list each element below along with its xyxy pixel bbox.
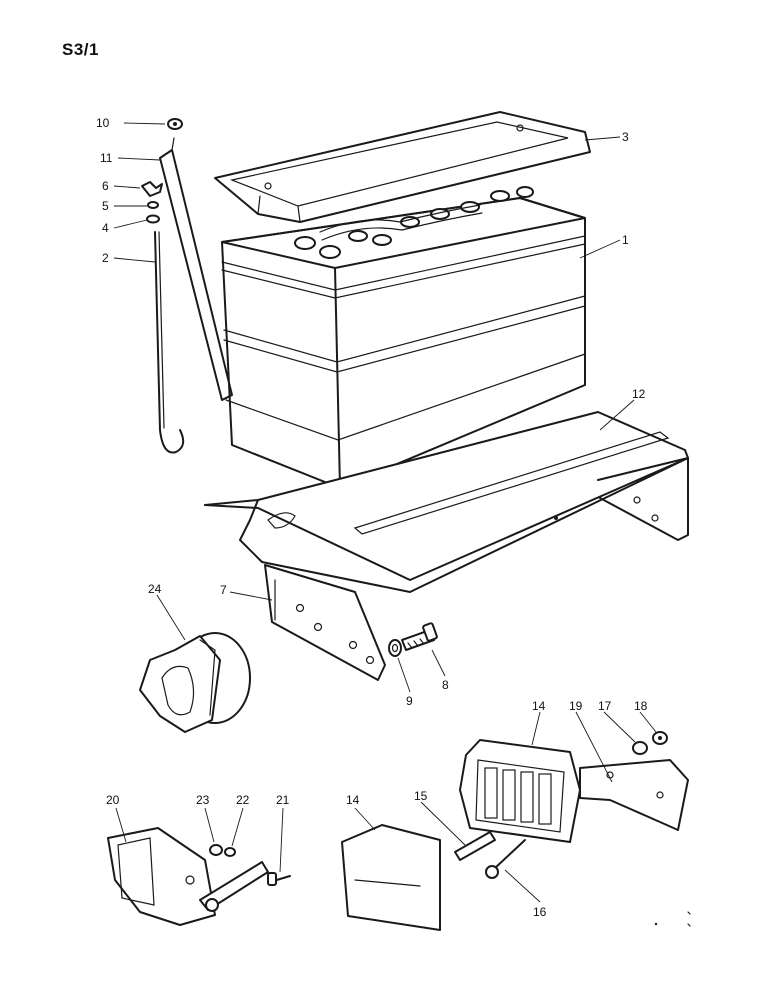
callout-23: 23 [196,793,210,807]
callout-6: 6 [102,179,109,193]
callout-labels: 10 11 6 5 4 2 3 1 12 7 8 9 24 14 19 17 1… [96,116,648,919]
mounting-bracket [264,564,386,681]
arm-bracket [199,861,269,912]
washer [388,639,402,657]
callout-17: 17 [598,699,612,713]
lamp-housing [107,827,216,926]
callout-2: 2 [102,251,109,265]
nut-18 [652,731,668,745]
callout-22: 22 [236,793,250,807]
fuse-cover [341,824,441,931]
callout-9: 9 [406,694,413,708]
callout-3: 3 [622,130,629,144]
callout-8: 8 [442,678,449,692]
corner-marks [654,911,691,927]
nut-23 [209,844,223,856]
callout-14-cover: 14 [346,793,360,807]
nut-top [167,118,183,130]
callout-4: 4 [102,221,109,235]
battery-tray [204,411,689,593]
spring-washer [147,201,159,209]
callout-1: 1 [622,233,629,247]
callout-18: 18 [634,699,648,713]
battery-clamp-frame [214,111,591,223]
bolt [401,622,438,651]
leader-lines [113,122,657,903]
callout-21: 21 [276,793,290,807]
callout-16: 16 [533,905,547,919]
callout-12: 12 [632,387,646,401]
page-code: S3/1 [62,40,99,59]
socket-housing [139,632,251,733]
j-bolt [154,231,185,454]
washer-22 [224,847,236,857]
fuse-link [454,831,496,861]
callout-24: 24 [148,582,162,596]
bolt-21 [267,872,291,886]
callout-19: 19 [569,699,583,713]
battery [221,186,586,489]
fuse-box [459,739,581,843]
screw [485,839,526,879]
flat-washer [146,214,160,224]
hold-down-strap [159,137,233,401]
wing-nut [141,181,163,197]
callout-5: 5 [102,199,109,213]
fuse-box-bracket [579,759,689,831]
battery-terminals [294,186,534,259]
callout-14-fusebox: 14 [532,699,546,713]
callout-10: 10 [96,116,110,130]
callout-7: 7 [220,583,227,597]
callout-15: 15 [414,789,428,803]
washer-17 [632,741,648,755]
callout-20: 20 [106,793,120,807]
callout-11: 11 [100,151,113,165]
